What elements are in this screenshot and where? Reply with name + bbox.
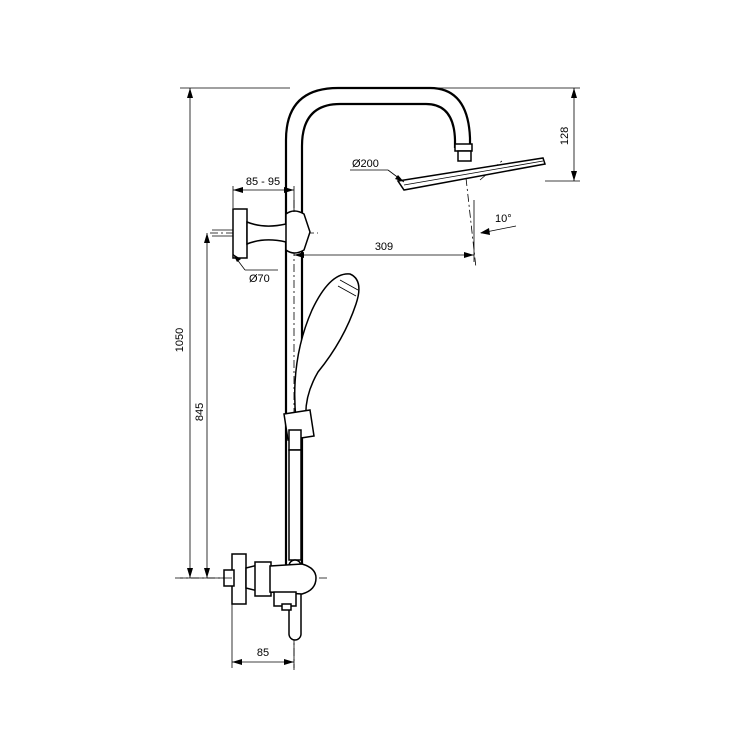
total-height-label: 1050	[174, 328, 186, 352]
mixer-depth-label: 85	[257, 647, 269, 659]
overhead-shower-head	[396, 143, 546, 191]
centerlines	[175, 159, 504, 670]
upper-wall-bracket	[212, 208, 311, 259]
head-angle-label: 10°	[495, 213, 512, 225]
bracket-diameter-label: Ø70	[249, 273, 270, 285]
dimension-inlet-height: 845	[194, 233, 210, 578]
arm-reach-label: 309	[375, 241, 393, 253]
mixer-valve	[223, 553, 317, 611]
hand-shower	[283, 273, 360, 451]
dimension-head-diameter: Ø200	[350, 158, 405, 183]
dimension-total-height: 1050	[174, 87, 290, 579]
dimension-mixer-depth: 85	[231, 604, 295, 668]
bracket-depth-label: 85 - 95	[246, 176, 280, 188]
dimension-head-angle: 10°	[480, 213, 517, 235]
dimension-bracket-diameter: Ø70	[232, 253, 278, 285]
riser-pipe	[284, 86, 472, 570]
inlet-height-label: 845	[194, 403, 206, 421]
dimension-bracket-depth: 85 - 95	[232, 176, 295, 212]
head-diameter-label: Ø200	[352, 158, 379, 170]
slide-bar	[288, 449, 302, 641]
dimension-arm-height: 128	[430, 87, 580, 182]
dimension-arm-reach: 309	[294, 200, 475, 262]
arm-height-label: 128	[559, 127, 571, 145]
